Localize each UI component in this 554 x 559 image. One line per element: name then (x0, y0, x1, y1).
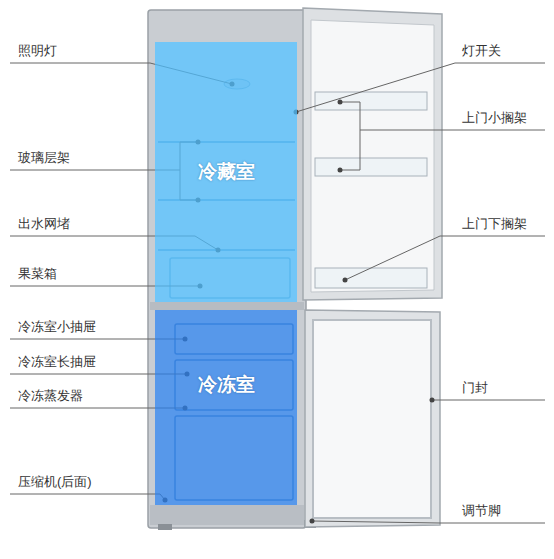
part-label: 门封 (462, 380, 488, 396)
part-label: 调节脚 (462, 503, 501, 519)
leader-dot (430, 398, 435, 403)
part-label: 冷冻室小抽屉 (18, 319, 96, 335)
part-label: 玻璃层架 (18, 150, 70, 166)
door-shelf (315, 158, 427, 176)
lower-door (305, 310, 440, 527)
leader-dot (343, 278, 348, 283)
foot (158, 524, 172, 530)
compartment-name: 冷藏室 (155, 160, 297, 182)
compartment-name: 冷冻室 (155, 373, 297, 395)
cabinet-body (148, 10, 306, 528)
leader-dot (338, 168, 343, 173)
freezer-interior (155, 310, 297, 505)
part-label: 上门小搁架 (462, 110, 527, 126)
leader-line (10, 494, 165, 500)
part-label: 照明灯 (18, 43, 57, 59)
door-panel (311, 20, 434, 292)
leader-line (360, 130, 545, 131)
part-label: 出水网堵 (18, 216, 70, 232)
compartment: 冷冻室 (155, 310, 297, 505)
leader-line (296, 63, 545, 112)
part-label: 压缩机(后面) (18, 474, 92, 490)
leader-dot (338, 100, 343, 105)
part-label: 上门下搁架 (462, 216, 527, 232)
divider (150, 302, 304, 310)
leader-line (345, 236, 545, 280)
bracket (340, 102, 360, 170)
leader-line (432, 400, 545, 401)
fridge-interior (155, 42, 297, 302)
door-shelf (315, 268, 427, 288)
door-seal (313, 320, 431, 518)
compartment: 冷藏室 (155, 42, 297, 302)
part-label: 果菜箱 (18, 266, 57, 282)
base (150, 505, 304, 525)
part-label: 灯开关 (462, 43, 501, 59)
leader-line (312, 521, 545, 523)
part-label: 冷冻室长抽屉 (18, 354, 96, 370)
upper-door (303, 8, 442, 300)
leader-dot (310, 519, 315, 524)
part-label: 冷冻蒸发器 (18, 388, 83, 404)
